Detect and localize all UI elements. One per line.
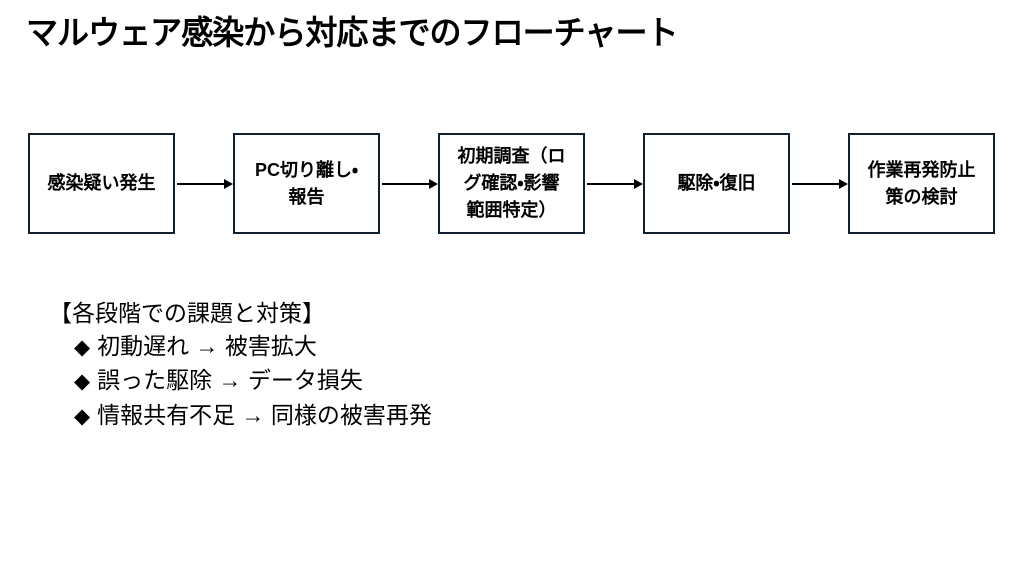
arrow-head-icon [634,179,643,189]
flow-step-pc-isolation: PC切り離し・ 報告 [233,133,380,234]
notes-section: 【各段階での課題と対策】 ◆ 初動遅れ → 被害拡大 ◆ 誤った駆除 → データ… [49,297,432,433]
flow-step-label: PC切り離し・ 報告 [254,159,359,207]
page-title: マルウェア感染から対応までのフローチャート [26,14,678,51]
diamond-bullet-icon: ◆ [74,335,91,359]
note-item-info-sharing: ◆ 情報共有不足 → 同様の被害再発 [74,399,432,434]
flow-arrow-2 [382,179,438,189]
diamond-bullet-icon: ◆ [74,404,91,428]
diamond-bullet-icon: ◆ [74,370,91,393]
note-text: 情報共有不足 → 同様の被害再発 [97,401,432,428]
flow-step-infection-detected: 感染疑い発生 [28,133,175,234]
flow-step-label: 感染疑い発生 [47,173,156,193]
note-item-wrong-removal: ◆ 誤った駆除 → データ損失 [74,364,432,399]
flow-arrow-3 [587,179,643,189]
note-text: 誤った駆除 → データ損失 [97,367,363,393]
arrow-head-icon [839,179,848,189]
flow-step-label: 初期調査（ロ グ確認・影響 範囲特定） [457,146,566,220]
flow-arrow-4 [792,179,848,189]
note-text: 初動遅れ → 被害拡大 [97,332,317,359]
flow-step-label: 作業再発防止 策の検討 [867,159,976,207]
notes-heading: 【各段階での課題と対策】 [49,300,325,326]
note-item-initial-delay: ◆ 初動遅れ → 被害拡大 [74,330,432,365]
flow-step-prevention-review: 作業再発防止 策の検討 [848,133,995,234]
flow-step-removal-recovery: 駆除・復旧 [643,133,790,234]
flow-step-label: 駆除・復旧 [677,173,756,193]
flow-step-initial-investigation: 初期調査（ロ グ確認・影響 範囲特定） [438,133,585,234]
arrow-head-icon [224,179,233,189]
flow-arrow-1 [177,179,233,189]
arrow-head-icon [429,179,438,189]
